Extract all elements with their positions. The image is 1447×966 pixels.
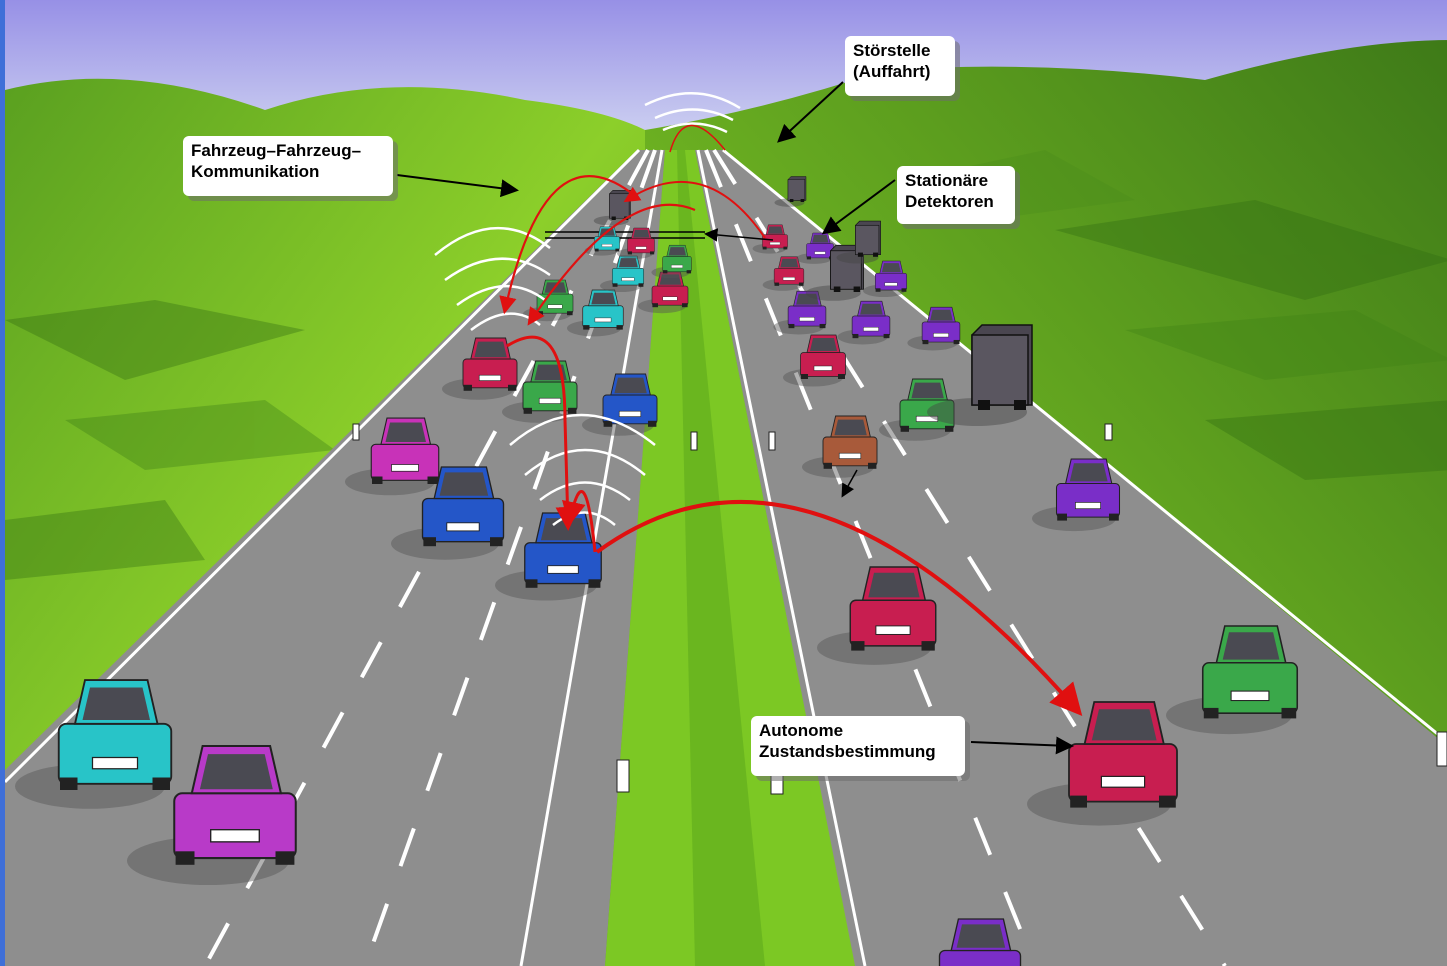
car-green	[1166, 625, 1299, 735]
car-violet	[907, 306, 961, 351]
car-red	[817, 566, 937, 665]
car-red	[1027, 701, 1178, 826]
car-violet	[837, 300, 891, 345]
communication-arrows	[499, 124, 1083, 717]
car-green	[651, 244, 692, 279]
label-stationaere-detektoren: Stationäre Detektoren	[897, 166, 1015, 224]
truck-dark	[805, 244, 864, 301]
vehicles	[15, 176, 1299, 966]
label-autonome-zustandsbestimmung-line2: Zustandsbestimmung	[759, 742, 936, 761]
car-violet	[938, 918, 1022, 966]
car-purple	[127, 744, 297, 886]
car-green	[879, 378, 955, 441]
detector-gantry	[545, 231, 705, 239]
label-fahrzeug-kommunikation-line2: Kommunikation	[191, 162, 320, 181]
car-teal	[15, 679, 173, 809]
highway-illustration	[5, 0, 1447, 966]
car-magenta	[345, 417, 440, 496]
label-stationaere-detektoren-line2: Detektoren	[905, 192, 994, 211]
truck-dark	[927, 324, 1033, 426]
car-violet	[796, 232, 834, 264]
car-red	[442, 337, 518, 400]
car-violet	[1032, 458, 1121, 532]
car-teal	[600, 255, 645, 293]
label-stationaere-detektoren-line1: Stationäre	[905, 171, 989, 190]
car-brown	[802, 415, 878, 478]
truck-dark	[774, 176, 807, 207]
pointer-arrows	[396, 81, 1074, 755]
car-red	[638, 271, 689, 314]
truck-dark	[836, 220, 881, 264]
car-violet	[773, 290, 827, 335]
car-teal	[567, 289, 624, 337]
label-fahrzeug-kommunikation: Fahrzeug–Fahrzeug– Kommunikation	[183, 136, 393, 196]
label-stoerstelle-line2: (Auffahrt)	[853, 62, 931, 81]
label-stoerstelle-line1: Störstelle	[853, 41, 931, 60]
label-fahrzeug-kommunikation-line1: Fahrzeug–Fahrzeug–	[191, 141, 362, 160]
car-red	[783, 334, 846, 387]
car-violet	[863, 260, 908, 298]
label-stoerstelle: Störstelle (Auffahrt)	[845, 36, 955, 96]
car-red	[752, 224, 788, 254]
car-red	[762, 256, 805, 291]
label-autonome-zustandsbestimmung: Autonome Zustandsbestimmung	[751, 716, 965, 776]
car-red	[617, 227, 655, 259]
lane-markings	[5, 148, 1446, 966]
car-blue	[391, 466, 505, 560]
label-autonome-zustandsbestimmung-line1: Autonome	[759, 721, 844, 740]
car-blue	[582, 373, 658, 436]
